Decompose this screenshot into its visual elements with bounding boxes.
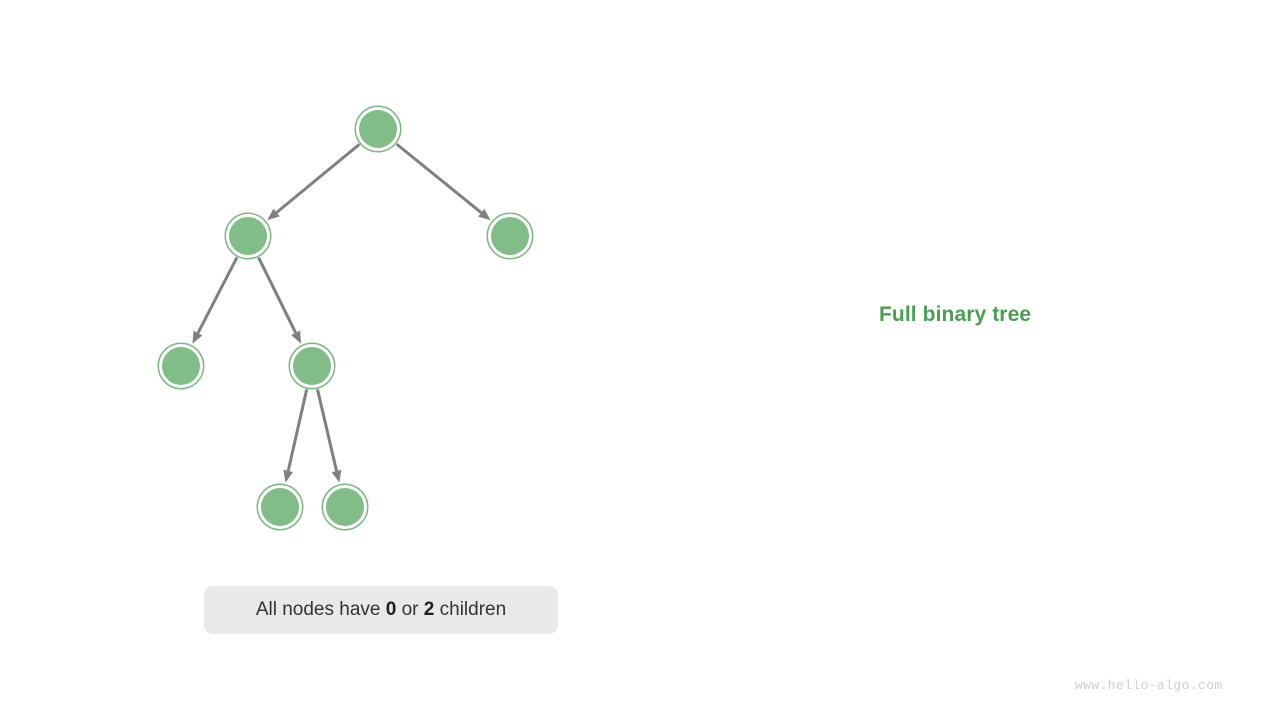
tree-node-gap bbox=[226, 214, 270, 258]
tree-node-layer bbox=[157, 105, 534, 531]
tree-node-ring bbox=[354, 105, 402, 153]
tree-edge bbox=[196, 256, 239, 334]
tree-node bbox=[354, 105, 402, 153]
tree-node-fill bbox=[261, 488, 299, 526]
caption-emphasis: 2 bbox=[423, 599, 435, 620]
tree-node-ring bbox=[321, 483, 369, 531]
tree-node-fill bbox=[229, 217, 267, 255]
tree-node bbox=[321, 483, 369, 531]
tree-edge-arrowhead bbox=[291, 330, 301, 344]
tree-node-gap bbox=[159, 344, 203, 388]
tree-node bbox=[486, 212, 534, 260]
tree-node-fill bbox=[359, 110, 397, 148]
tree-edge-arrowhead bbox=[283, 469, 294, 483]
tree-node-gap bbox=[290, 344, 334, 388]
tree-node-ring bbox=[157, 342, 205, 390]
watermark: www.hello-algo.com bbox=[1075, 678, 1223, 693]
caption-box: All nodes have 0 or 2 children bbox=[204, 586, 558, 634]
tree-node-fill bbox=[326, 488, 364, 526]
tree-edge bbox=[286, 389, 309, 472]
caption-emphasis: 0 bbox=[385, 599, 397, 620]
tree-edge-layer bbox=[192, 142, 491, 483]
tree-node-fill bbox=[293, 347, 331, 385]
tree-node bbox=[288, 342, 336, 390]
tree-edge-arrowhead bbox=[331, 469, 342, 483]
tree-node-gap bbox=[356, 107, 400, 151]
tree-edge-arrowhead bbox=[267, 208, 280, 221]
tree-node-fill bbox=[162, 347, 200, 385]
tree-node-fill bbox=[491, 217, 529, 255]
tree-edge bbox=[275, 143, 361, 214]
tree-edge-arrowhead bbox=[192, 330, 203, 344]
diagram-title: Full binary tree bbox=[879, 303, 1032, 326]
tree-node-gap bbox=[323, 485, 367, 529]
tree-node bbox=[224, 212, 272, 260]
tree-node bbox=[256, 483, 304, 531]
tree-node-gap bbox=[258, 485, 302, 529]
tree-node bbox=[157, 342, 205, 390]
tree-edge bbox=[257, 256, 298, 334]
tree-node-ring bbox=[288, 342, 336, 390]
tree-edge bbox=[316, 389, 339, 472]
tree-node-ring bbox=[256, 483, 304, 531]
tree-edge bbox=[395, 142, 483, 214]
tree-edge-arrowhead bbox=[478, 208, 491, 221]
tree-node-ring bbox=[486, 212, 534, 260]
tree-node-ring bbox=[224, 212, 272, 260]
caption-text: All nodes have 0 or 2 children bbox=[255, 599, 507, 620]
tree-node-gap bbox=[488, 214, 532, 258]
